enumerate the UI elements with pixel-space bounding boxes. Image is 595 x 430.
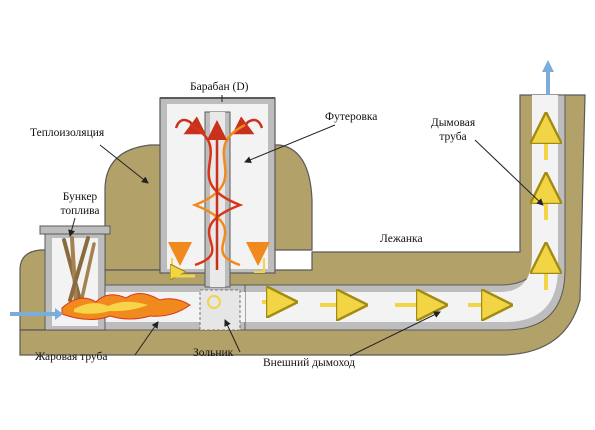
hot-gas-arrows bbox=[168, 116, 270, 272]
bench-label: Лежанка bbox=[380, 233, 423, 245]
ash-pit-label: Зольник bbox=[193, 347, 234, 359]
flue-flow-arrows bbox=[172, 120, 546, 305]
fire-tube-label: Жаровая труба bbox=[35, 351, 108, 363]
swirl-arrow-icon bbox=[174, 116, 206, 135]
flame-icon bbox=[61, 293, 221, 320]
smoke-pipe-label-line1: Дымовая bbox=[430, 117, 476, 129]
outer-flue-label: Внешний дымоход bbox=[263, 357, 356, 369]
exhaust-arrow-icon bbox=[542, 60, 554, 95]
leader-lines bbox=[68, 95, 544, 357]
bunker-label-line1: Бункер bbox=[62, 191, 98, 203]
lining-label: Футеровка bbox=[325, 111, 378, 123]
air-inlet-arrow-icon bbox=[10, 308, 63, 320]
insulation-label: Теплоизоляция bbox=[30, 127, 105, 139]
drum-label: Барабан (D) bbox=[190, 81, 249, 93]
fuel-logs-icon bbox=[62, 236, 96, 307]
smoke-pipe-label-line2: труба bbox=[439, 131, 467, 143]
bunker-label-line2: топлива bbox=[60, 205, 100, 217]
